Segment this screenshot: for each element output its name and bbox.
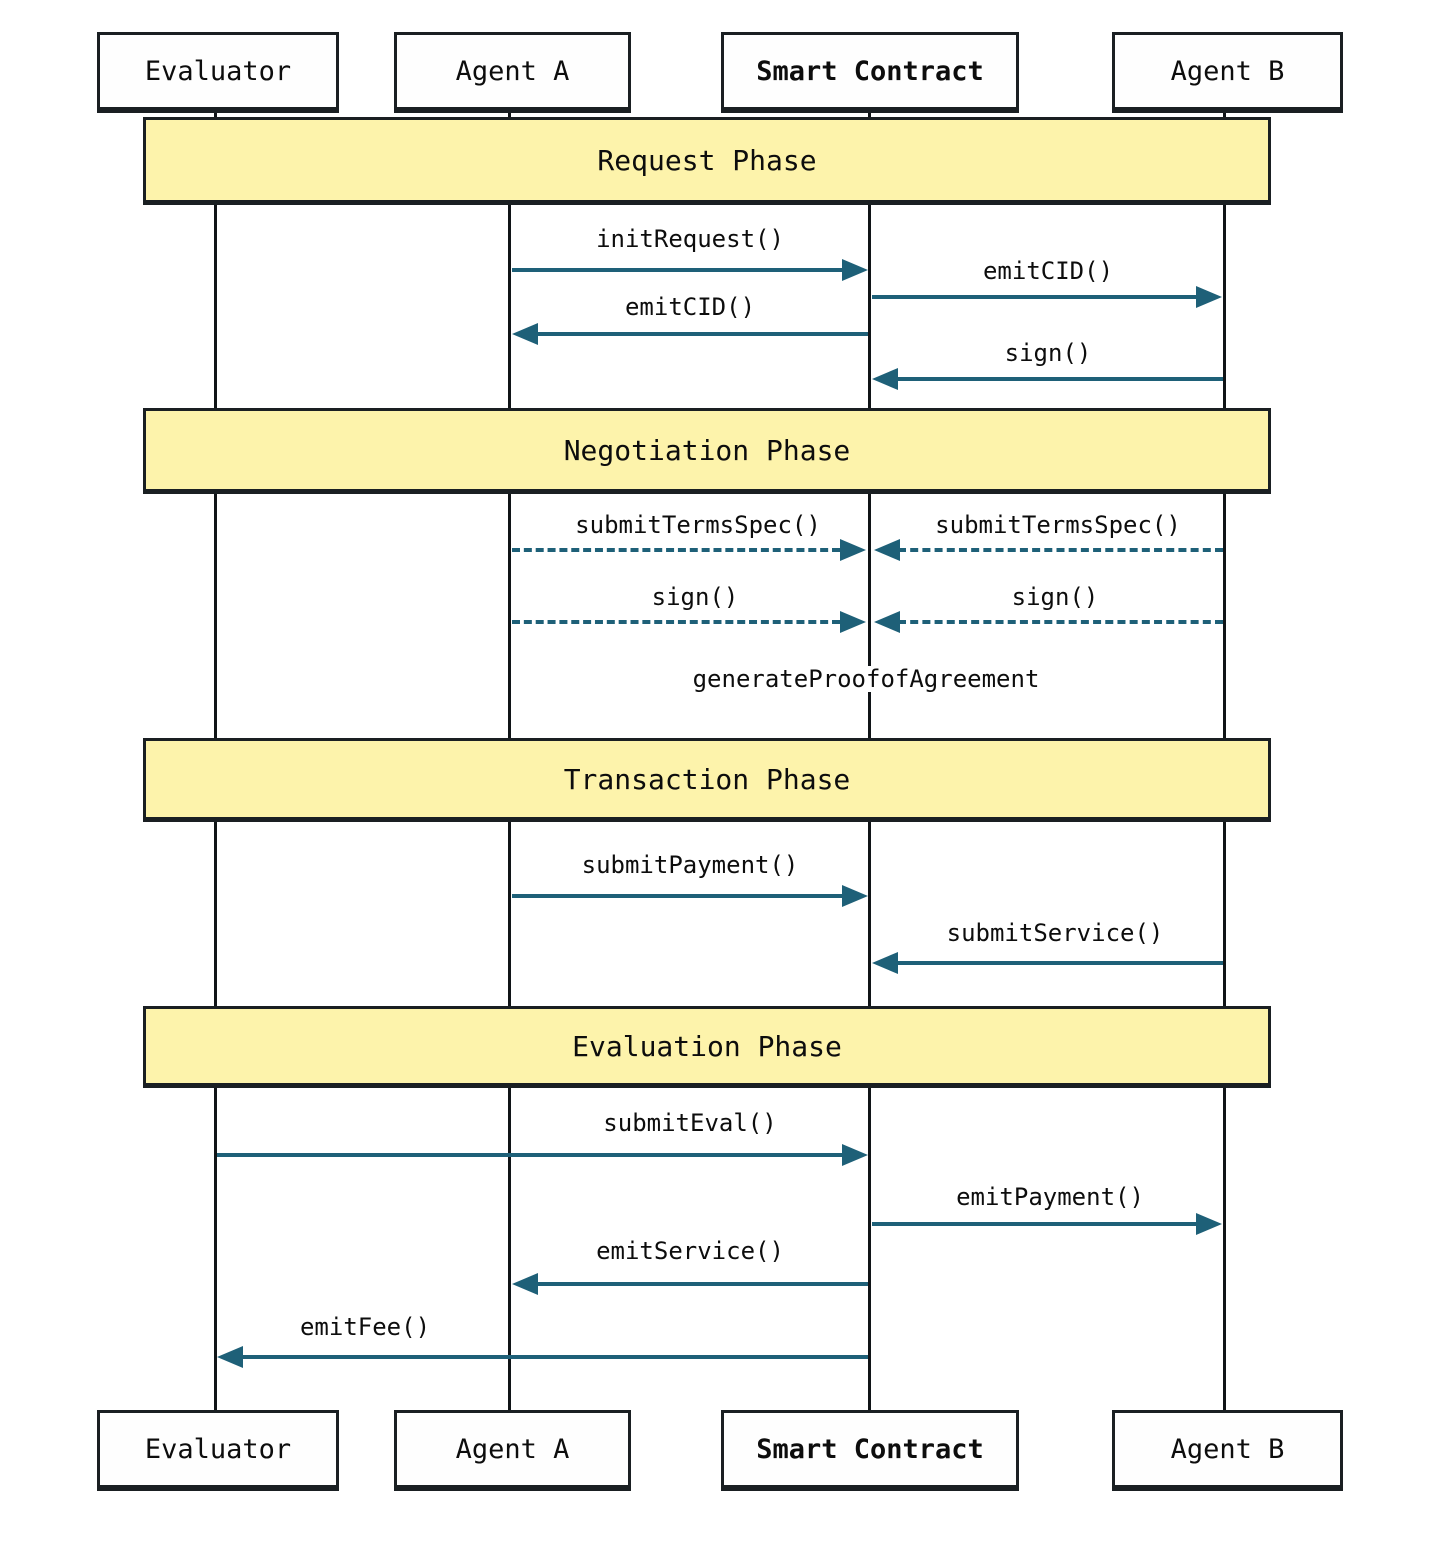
message-label-emitcid-to-b: emitCID() [982,257,1114,285]
actor-evaluator-label: Evaluator [144,1433,292,1465]
message-label-emitpayment: emitPayment() [956,1183,1144,1211]
message-label-sign-b: sign() [1004,339,1092,367]
actor-evaluator-top: Evaluator [97,32,339,113]
arrow-submittermsspec-b-line [898,548,1223,552]
arrow-submiteval-line [217,1153,846,1157]
arrow-submitpayment-line [512,894,846,898]
arrow-submitservice-head [872,952,898,974]
message-label-generateproofofagreement: generateProofofAgreement [687,666,1045,692]
message-label-submiteval: submitEval() [603,1109,777,1137]
arrow-submittermsspec-a-line [512,548,840,552]
arrow-sign-b-head [872,368,898,390]
actor-evaluator-label: Evaluator [144,55,292,87]
phase-band-evaluation: Evaluation Phase [143,1006,1271,1088]
message-label-emitcid-to-a: emitCID() [624,293,756,321]
actor-agent-a-label: Agent A [455,1433,570,1465]
arrow-sign-b-line [896,377,1223,381]
phase-evaluation-label: Evaluation Phase [572,1029,842,1063]
arrow-submiteval-head [842,1144,868,1166]
phase-band-request: Request Phase [143,117,1271,205]
actor-smart-contract-label: Smart Contract [756,1433,984,1465]
arrow-sign-b-dashed-head [874,611,900,633]
arrow-submitservice-line [896,961,1223,965]
phase-band-negotiation: Negotiation Phase [143,408,1271,494]
message-label-submitpayment: submitPayment() [581,851,799,879]
arrow-emitfee-line [241,1355,868,1359]
arrow-emitservice-line [536,1282,868,1286]
arrow-emitcid-to-b-line [872,295,1200,299]
arrow-emitcid-to-b-head [1196,286,1222,308]
actor-agent-a-bottom: Agent A [394,1410,631,1491]
arrow-initrequest-head [842,259,868,281]
message-label-sign-b-dashed: sign() [1011,583,1099,611]
message-label-emitservice: emitService() [596,1237,784,1265]
arrow-emitservice-head [512,1273,538,1295]
arrow-sign-a-dashed-head [840,611,866,633]
arrow-sign-a-dashed-line [512,620,840,624]
arrow-emitcid-to-a-line [536,332,868,336]
actor-agent-b-label: Agent B [1170,1433,1285,1465]
actor-smart-contract-top: Smart Contract [721,32,1019,113]
arrow-emitpayment-head [1196,1213,1222,1235]
arrow-sign-b-dashed-line [898,620,1223,624]
arrow-initrequest-line [512,268,846,272]
actor-agent-a-top: Agent A [394,32,631,113]
phase-band-transaction: Transaction Phase [143,738,1271,822]
actor-smart-contract-bottom: Smart Contract [721,1410,1019,1491]
arrow-emitcid-to-a-head [512,323,538,345]
actor-smart-contract-label: Smart Contract [756,55,984,87]
message-label-sign-a-dashed: sign() [651,583,739,611]
phase-transaction-label: Transaction Phase [563,762,851,796]
actor-agent-b-label: Agent B [1170,55,1285,87]
message-label-initrequest: initRequest() [596,225,784,253]
actor-agent-a-label: Agent A [455,55,570,87]
actor-agent-b-bottom: Agent B [1112,1410,1343,1491]
actor-evaluator-bottom: Evaluator [97,1410,339,1491]
message-label-submittermsspec-a: submitTermsSpec() [575,511,821,539]
message-label-emitfee: emitFee() [299,1313,431,1341]
message-label-submitservice: submitService() [946,919,1164,947]
arrow-submitpayment-head [842,885,868,907]
arrow-emitfee-head [217,1346,243,1368]
message-label-submittermsspec-b: submitTermsSpec() [935,511,1181,539]
phase-request-label: Request Phase [597,143,817,177]
phase-negotiation-label: Negotiation Phase [563,433,851,467]
arrow-emitpayment-line [872,1222,1200,1226]
arrow-submittermsspec-b-head [874,539,900,561]
actor-agent-b-top: Agent B [1112,32,1343,113]
arrow-submittermsspec-a-head [840,539,866,561]
